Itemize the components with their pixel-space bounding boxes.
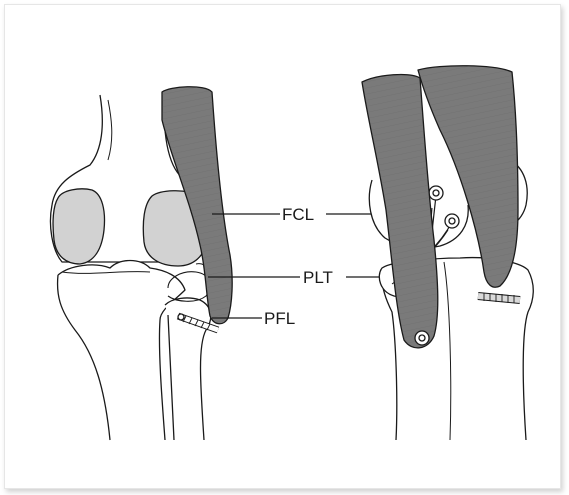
fcl-label: FCL	[282, 205, 314, 224]
medial-condyle-cartilage	[53, 189, 104, 264]
right-knee-view	[362, 66, 533, 440]
tibia	[58, 261, 185, 441]
plt-label: PLT	[303, 268, 333, 287]
pfl-label: PFL	[264, 309, 295, 328]
left-knee-view	[50, 87, 232, 440]
